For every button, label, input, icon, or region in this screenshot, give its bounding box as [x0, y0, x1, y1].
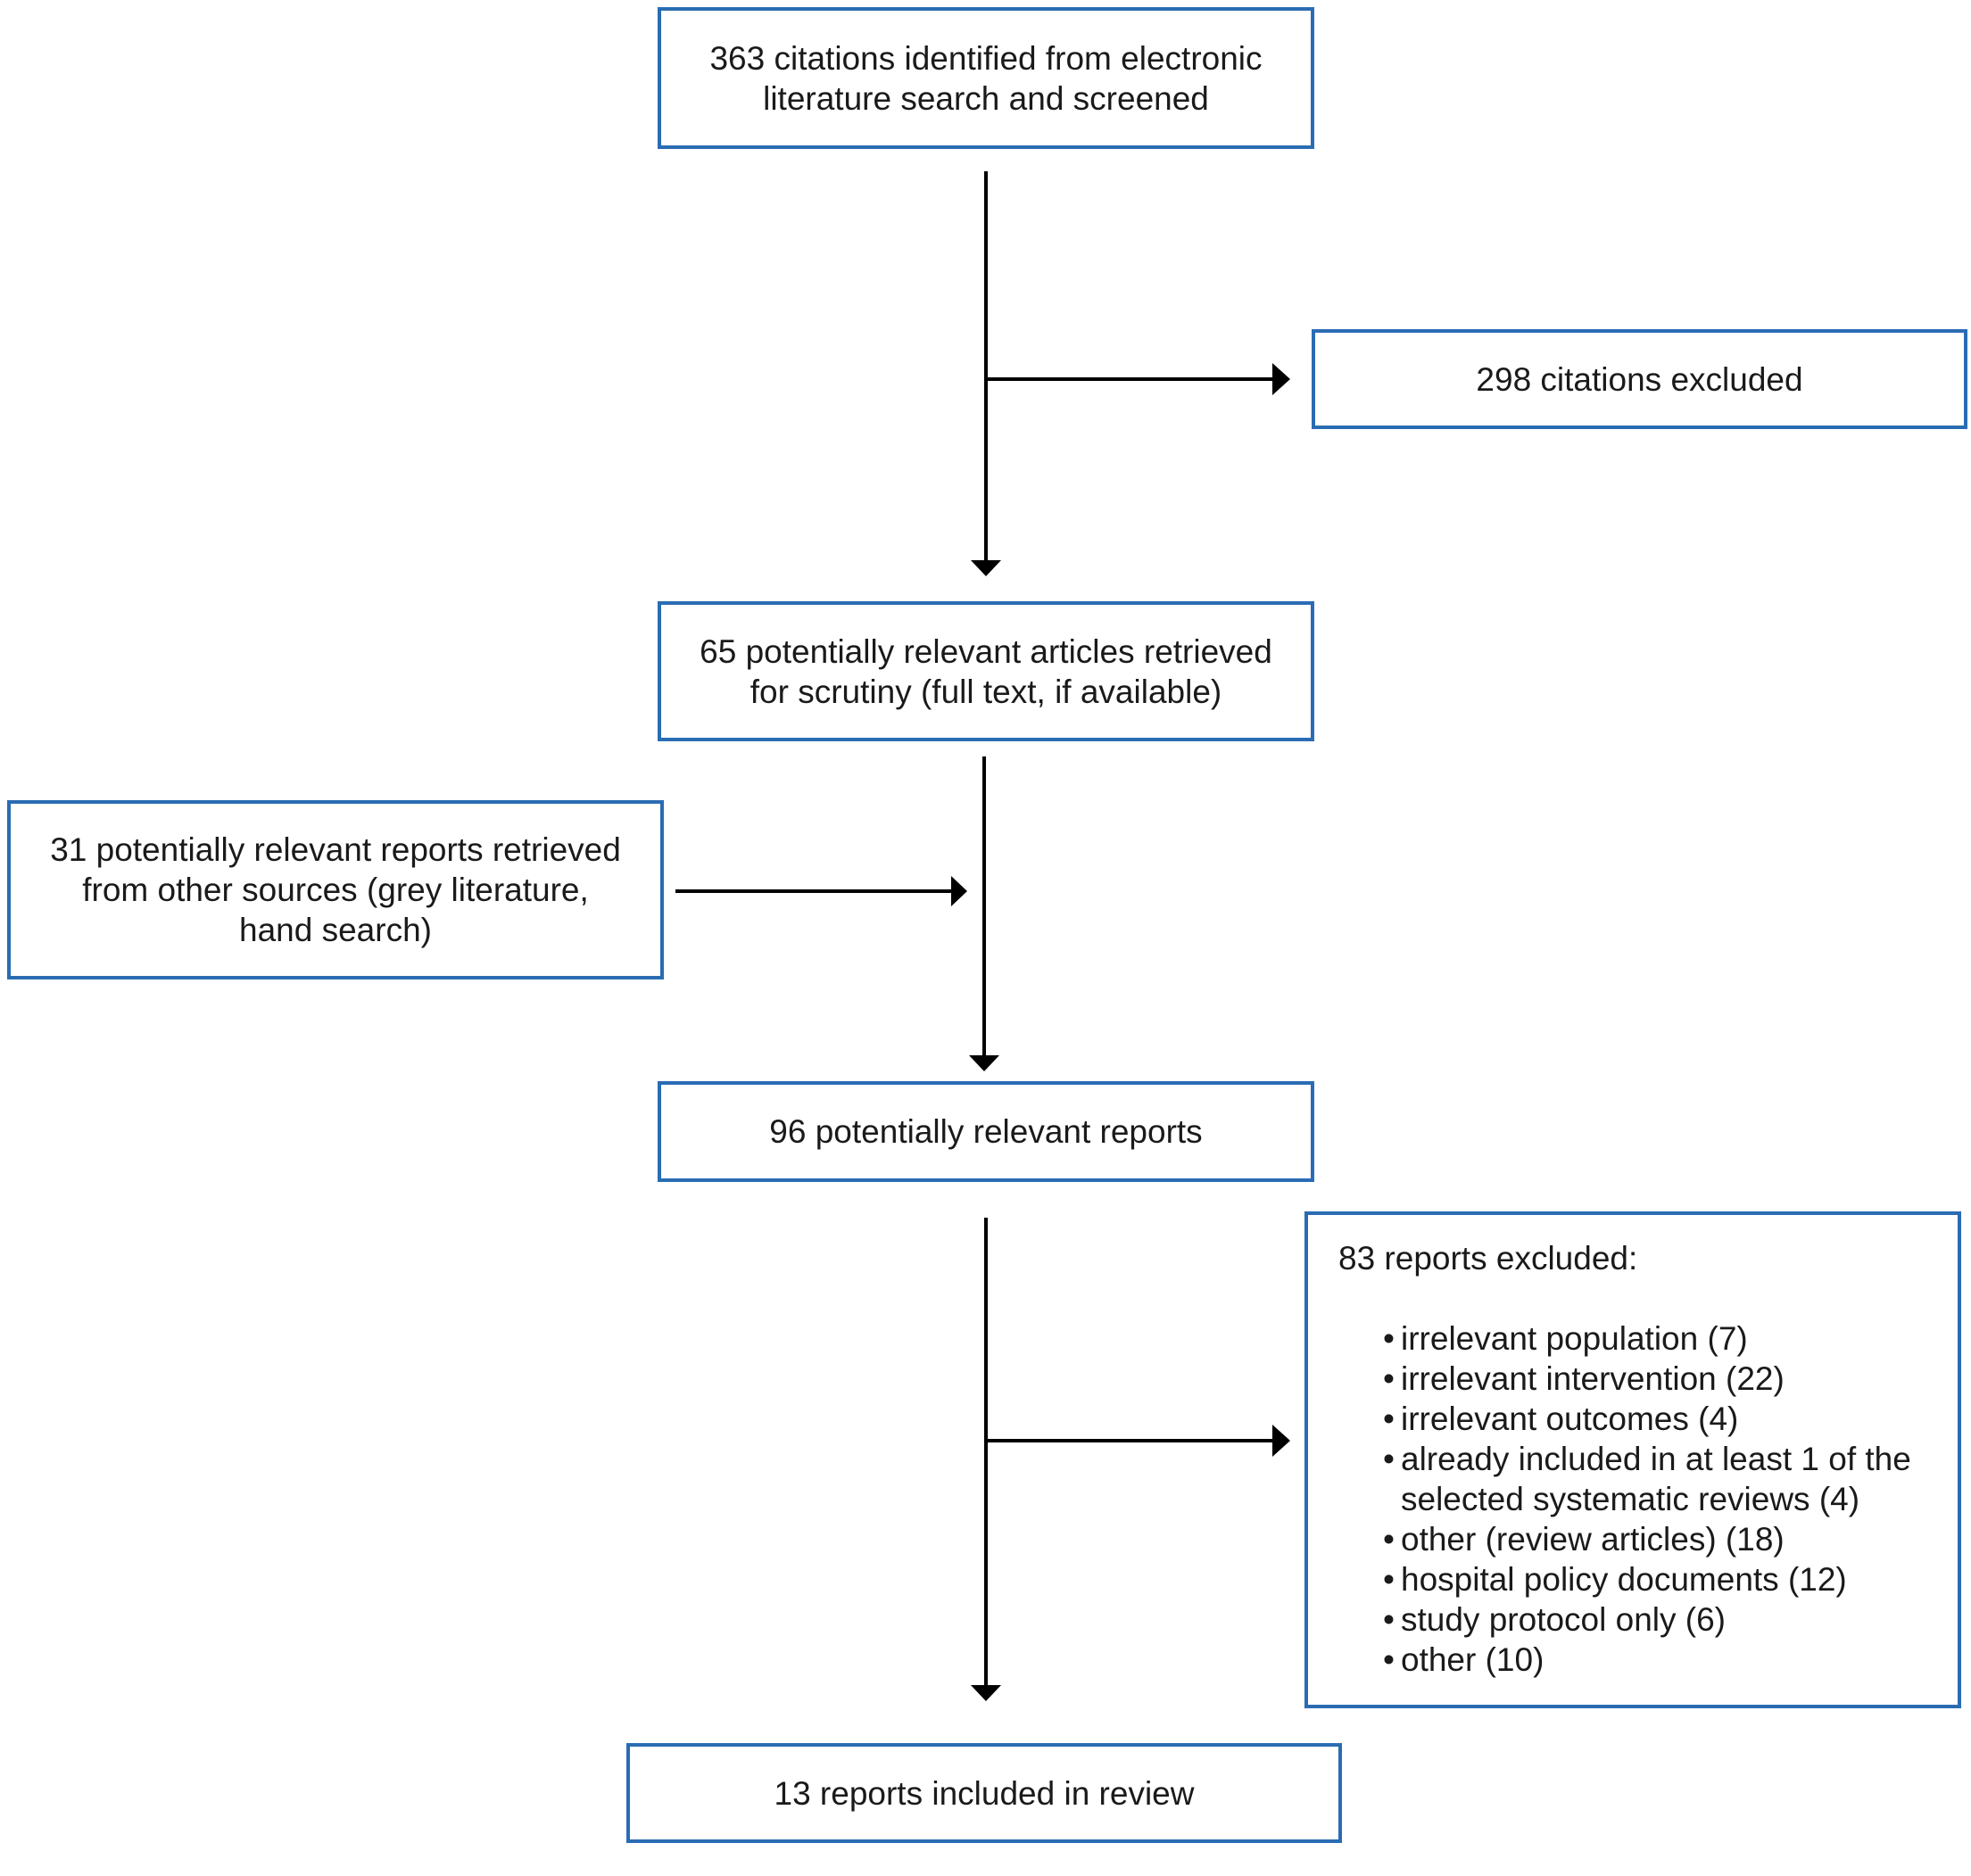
arrow-potentially-relevant-to-included-head: [971, 1685, 1001, 1701]
exclusion-reason: • other (10): [1383, 1640, 1911, 1680]
reason-text: irrelevant intervention (22): [1401, 1360, 1785, 1397]
node-reports-excluded: 83 reports excluded: • irrelevant popula…: [1304, 1211, 1961, 1708]
exclusion-reason: • irrelevant outcomes (4): [1383, 1399, 1911, 1439]
node-potentially-relevant-reports: 96 potentially relevant reports: [658, 1081, 1314, 1182]
node-text: hand search): [239, 912, 432, 948]
bullet: •: [1383, 1641, 1395, 1678]
arrow-retrieved-to-potentially-relevant-head: [969, 1055, 999, 1071]
node-articles-retrieved: 65 potentially relevant articles retriev…: [658, 601, 1314, 741]
bullet: •: [1383, 1320, 1395, 1357]
bullet: •: [1383, 1401, 1395, 1437]
node-text: 298 citations excluded: [1476, 360, 1803, 398]
arrow-from-other-sources-head: [951, 876, 967, 906]
reason-text: already included in at least 1 of the: [1401, 1441, 1911, 1477]
node-text: from other sources (grey literature,: [82, 872, 589, 908]
exclusion-reason: • hospital policy documents (12): [1383, 1559, 1911, 1599]
reason-text: other (review articles) (18): [1401, 1521, 1785, 1558]
arrow-to-excluded-citations-head: [1272, 363, 1290, 395]
node-text: 31 potentially relevant reports retrieve…: [50, 831, 621, 868]
exclusion-reason: • other (review articles) (18): [1383, 1519, 1911, 1559]
arrow-to-excluded-reports-head: [1272, 1425, 1290, 1457]
node-text: 13 reports included in review: [774, 1774, 1195, 1812]
node-reports-included: 13 reports included in review: [626, 1743, 1342, 1843]
node-heading: 83 reports excluded:: [1338, 1240, 1638, 1277]
node-text: 363 citations identified from electronic: [709, 39, 1263, 77]
node-text: 96 potentially relevant reports: [769, 1113, 1203, 1150]
bullet: •: [1383, 1441, 1395, 1477]
node-other-sources: 31 potentially relevant reports retrieve…: [7, 800, 664, 979]
bullet: •: [1383, 1360, 1395, 1397]
exclusion-reason: • irrelevant population (7): [1383, 1318, 1911, 1359]
node-text: literature search and screened: [763, 79, 1209, 117]
exclusion-reason: • study protocol only (6): [1383, 1599, 1911, 1640]
reason-text-continued: selected systematic reviews (4): [1401, 1481, 1860, 1517]
reason-text: hospital policy documents (12): [1401, 1561, 1847, 1598]
node-citations-excluded: 298 citations excluded: [1312, 329, 1967, 429]
exclusion-reason: • irrelevant intervention (22): [1383, 1359, 1911, 1399]
bullet: •: [1383, 1601, 1395, 1638]
bullet: •: [1383, 1561, 1395, 1598]
exclusion-reason: • already included in at least 1 of the …: [1383, 1439, 1911, 1519]
bullet: •: [1383, 1521, 1395, 1558]
node-citations-identified: 363 citations identified from electronic…: [658, 7, 1314, 149]
node-text: 65 potentially relevant articles retriev…: [700, 632, 1272, 670]
node-text: for scrutiny (full text, if available): [749, 673, 1222, 710]
arrow-identified-to-retrieved-head: [971, 560, 1001, 576]
reason-text: irrelevant population (7): [1401, 1320, 1748, 1357]
reason-text: other (10): [1401, 1641, 1545, 1678]
reason-text: study protocol only (6): [1401, 1601, 1727, 1638]
reason-text: irrelevant outcomes (4): [1401, 1401, 1739, 1437]
exclusion-reasons-list: • irrelevant population (7) • irrelevant…: [1338, 1318, 1911, 1680]
